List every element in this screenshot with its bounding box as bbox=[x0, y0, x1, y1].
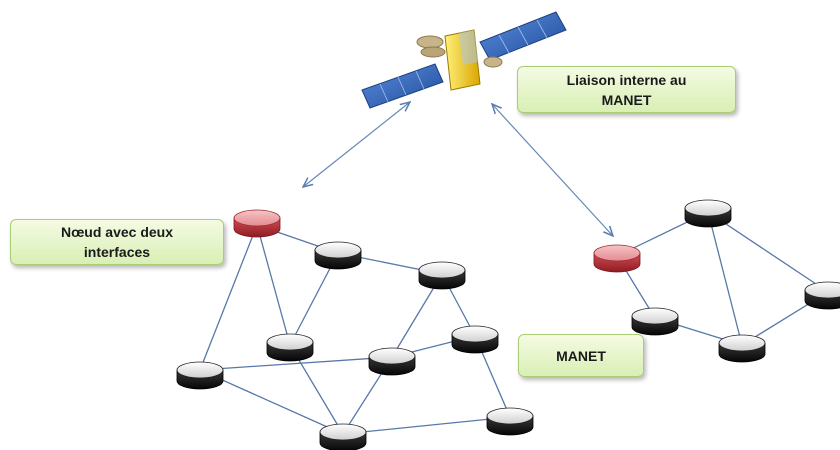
internal-link-label: Liaison interne au MANET bbox=[517, 66, 736, 113]
network-links bbox=[199, 211, 829, 435]
network-node-icon bbox=[176, 361, 224, 390]
network-node-icon bbox=[451, 325, 499, 354]
network-node-icon bbox=[418, 261, 466, 290]
network-node-icon bbox=[684, 199, 732, 228]
link bbox=[707, 211, 829, 293]
solar-panel-right bbox=[479, 11, 567, 61]
link bbox=[199, 356, 393, 371]
network-node-icon bbox=[368, 347, 416, 376]
link bbox=[199, 224, 258, 371]
antenna-dish bbox=[483, 56, 503, 68]
network-node-icon bbox=[718, 334, 766, 363]
gateway-node-icon bbox=[233, 209, 281, 238]
satellite-links bbox=[303, 102, 613, 236]
satellite-link-arrow-left bbox=[303, 102, 410, 187]
network-node-icon bbox=[319, 423, 367, 450]
network-node-icon bbox=[804, 281, 840, 310]
network-node-icon bbox=[486, 407, 534, 436]
network-node-icon bbox=[631, 307, 679, 336]
satellite-icon bbox=[361, 11, 567, 109]
network-node-icon bbox=[314, 241, 362, 270]
link bbox=[707, 211, 743, 346]
dual-interface-node-label: Nœud avec deux interfaces bbox=[10, 219, 224, 265]
satellite-link-arrow-right bbox=[492, 104, 613, 236]
link bbox=[342, 416, 511, 435]
solar-panel-left bbox=[361, 63, 444, 109]
network-node-icon bbox=[266, 333, 314, 362]
manet-label: MANET bbox=[518, 334, 644, 377]
antenna-dish bbox=[420, 46, 446, 58]
link bbox=[256, 224, 291, 346]
link bbox=[199, 369, 344, 435]
antenna-dish bbox=[416, 35, 444, 49]
gateway-node-icon bbox=[593, 244, 641, 273]
